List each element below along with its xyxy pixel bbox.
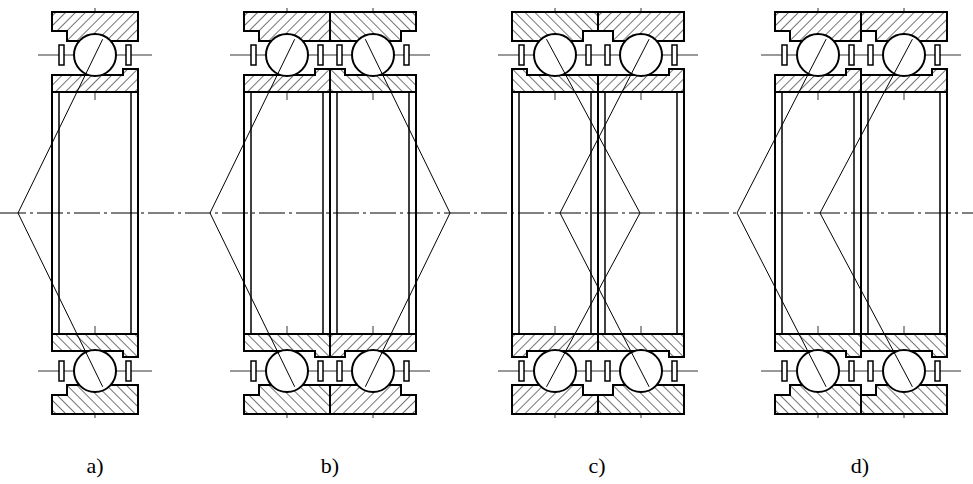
single-bearing [18,8,152,418]
contact-line [820,39,912,387]
contact-line [18,39,103,387]
figure-label: c) [588,455,605,477]
contact-line [365,39,450,387]
axis-line [0,213,973,214]
contact-line [737,39,826,387]
tandem-pair [737,8,961,418]
contact-line [210,39,295,387]
figure-label: b) [321,455,339,477]
face-to-face-pair [498,8,698,418]
contact-line [560,39,649,387]
figure-label: a) [86,455,103,477]
figure-label: d) [851,455,869,477]
back-to-back-pair [210,8,450,418]
